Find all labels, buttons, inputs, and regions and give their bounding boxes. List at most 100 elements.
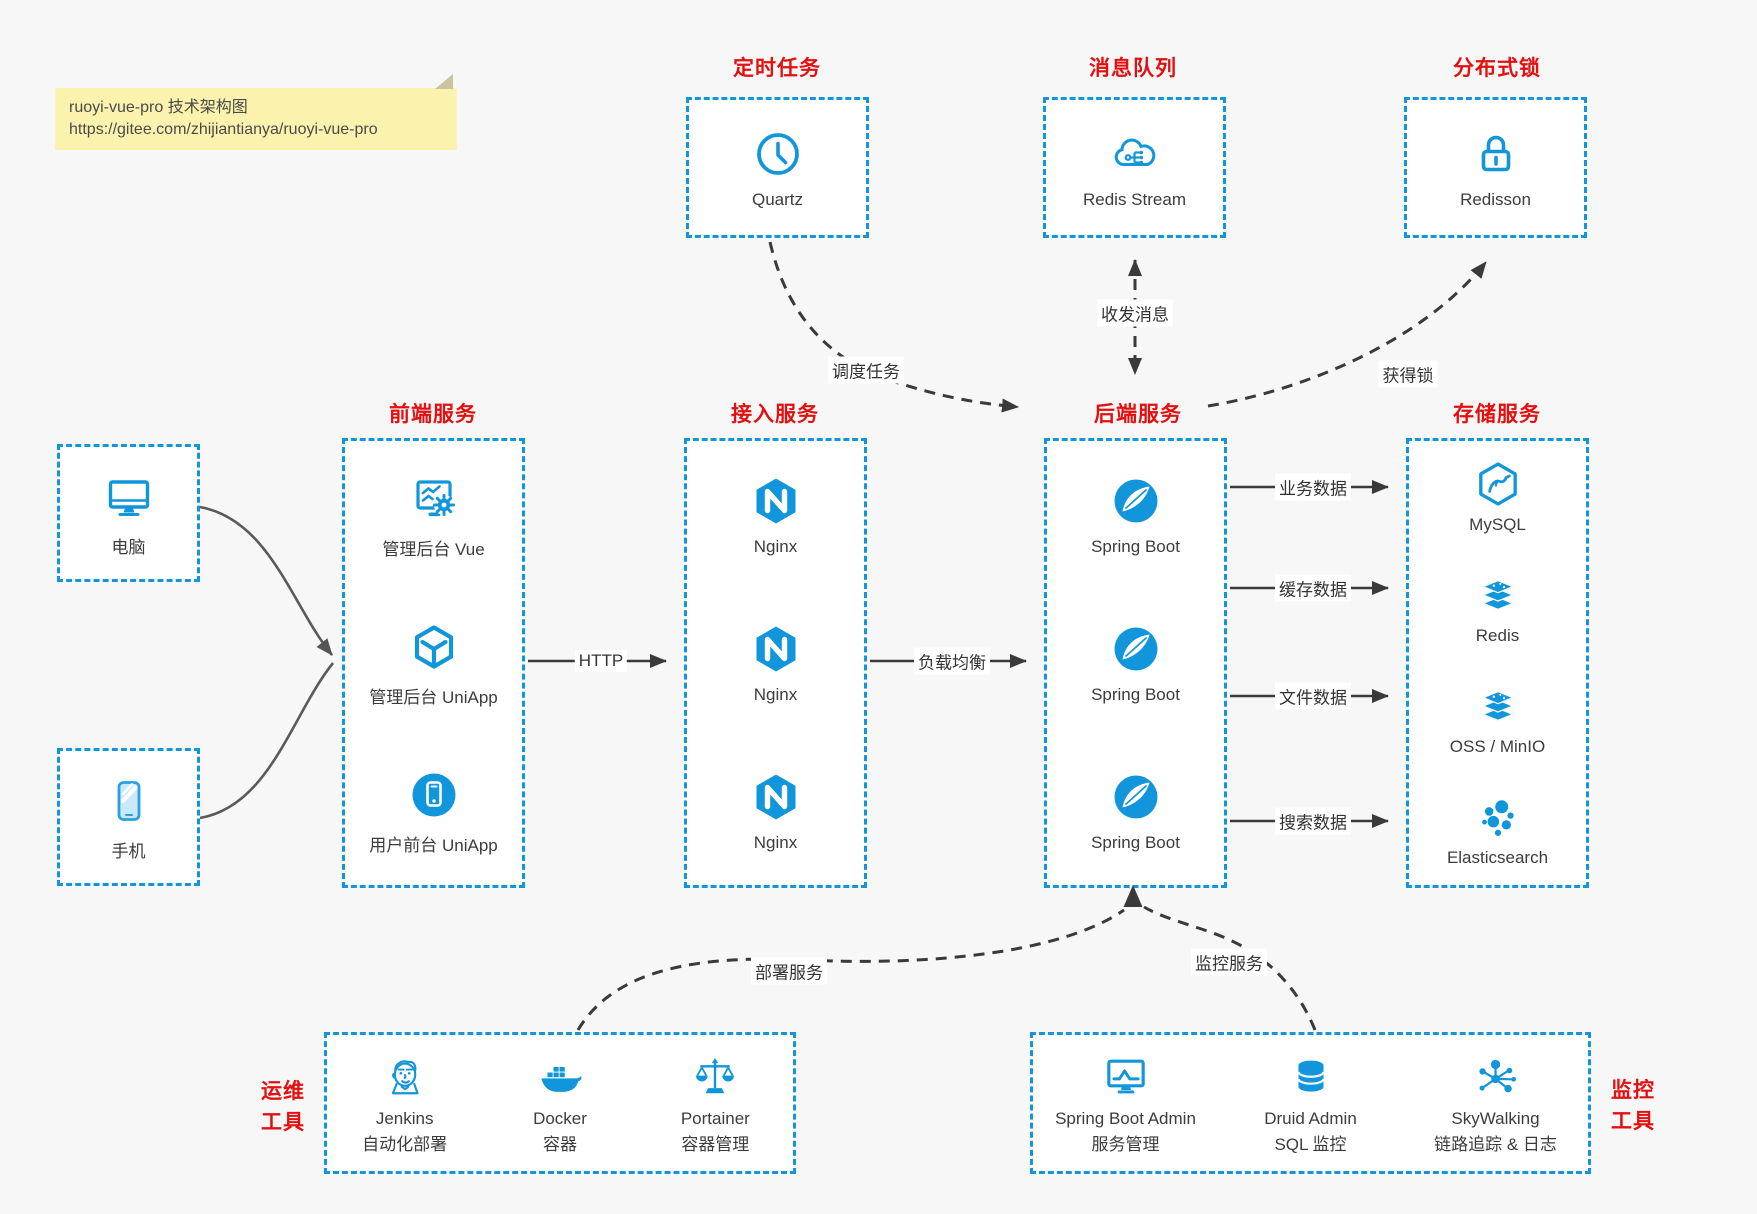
title-storage-service: 存储服务 bbox=[1453, 403, 1541, 426]
docker-icon bbox=[534, 1051, 586, 1103]
node-spring-boot-1: Spring Boot bbox=[1047, 441, 1224, 589]
user-uniapp-icon bbox=[406, 767, 462, 823]
quartz-box: Quartz bbox=[686, 97, 869, 238]
note-url: https://gitee.com/zhijiantianya/ruoyi-vu… bbox=[69, 121, 378, 138]
arrow-desktop-to-frontend bbox=[199, 505, 334, 656]
node-label: 管理后台 Vue bbox=[382, 539, 485, 559]
portainer-icon bbox=[689, 1051, 741, 1103]
node-label: Docker bbox=[533, 1109, 587, 1128]
node-mobile: 手机 bbox=[60, 751, 197, 883]
edge-label-cache-data: 缓存数据 bbox=[1275, 574, 1351, 602]
node-nginx-1: Nginx bbox=[687, 441, 864, 589]
node-label: Redis bbox=[1475, 626, 1520, 645]
node-druid-admin: Druid Admin SQL 监控 bbox=[1218, 1035, 1403, 1171]
title-message-queue: 消息队列 bbox=[1089, 57, 1177, 80]
node-sublabel: 容器管理 bbox=[681, 1135, 750, 1154]
title-monitor-tools: 监控 工具 bbox=[1611, 1079, 1655, 1133]
note-title: ruoyi-vue-pro 技术架构图 bbox=[69, 99, 248, 116]
node-sublabel: 自动化部署 bbox=[362, 1135, 448, 1154]
node-portainer: Portainer 容器管理 bbox=[638, 1035, 793, 1171]
nginx-icon bbox=[748, 473, 804, 529]
mysql-icon bbox=[1472, 458, 1524, 510]
node-nginx-3: Nginx bbox=[687, 737, 864, 885]
title-distributed-lock: 分布式锁 bbox=[1453, 57, 1541, 80]
title-backend-service: 后端服务 bbox=[1094, 403, 1182, 426]
node-admin-vue: 管理后台 Vue bbox=[345, 441, 522, 589]
node-label: Nginx bbox=[753, 537, 798, 556]
node-oss-minio: OSS / MinIO bbox=[1409, 663, 1586, 774]
nginx-icon bbox=[748, 621, 804, 677]
spring-boot-admin-icon bbox=[1100, 1051, 1152, 1103]
lock-icon bbox=[1468, 126, 1524, 182]
edge-label-deploy-service: 部署服务 bbox=[751, 957, 827, 985]
jenkins-icon bbox=[379, 1051, 431, 1103]
node-label: 电脑 bbox=[111, 537, 146, 557]
node-label: MySQL bbox=[1469, 515, 1526, 534]
elasticsearch-icon bbox=[1472, 791, 1524, 843]
edge-label-send-receive-msg: 收发消息 bbox=[1097, 299, 1173, 327]
desktop-client-box: 电脑 bbox=[57, 444, 200, 582]
edge-label-business-data: 业务数据 bbox=[1275, 473, 1351, 501]
skywalking-icon bbox=[1470, 1051, 1522, 1103]
mq-cloud-icon bbox=[1107, 126, 1163, 182]
edge-label-http: HTTP bbox=[574, 650, 628, 672]
node-sublabel: SQL 监控 bbox=[1274, 1135, 1347, 1154]
redis-stack-icon bbox=[1472, 569, 1524, 621]
edge-label-monitor-service: 监控服务 bbox=[1191, 948, 1267, 976]
arrow-acquire-lock bbox=[1207, 261, 1488, 408]
node-elasticsearch: Elasticsearch bbox=[1409, 774, 1586, 885]
edge-label-schedule-job: 调度任务 bbox=[828, 356, 904, 384]
node-label: Spring Boot bbox=[1091, 537, 1180, 556]
node-sublabel: 容器 bbox=[542, 1135, 577, 1154]
node-nginx-2: Nginx bbox=[687, 589, 864, 737]
edge-label-search-data: 搜索数据 bbox=[1275, 807, 1351, 835]
node-sublabel: 服务管理 bbox=[1091, 1135, 1160, 1154]
node-label: Spring Boot bbox=[1091, 685, 1180, 704]
node-redis: Redis bbox=[1409, 552, 1586, 663]
admin-vue-icon bbox=[406, 471, 462, 527]
redisson-box: Redisson bbox=[1404, 97, 1587, 238]
spring-boot-icon bbox=[1108, 473, 1164, 529]
node-label: Spring Boot bbox=[1091, 833, 1180, 852]
ops-tools-box: Jenkins 自动化部署 Docker 容器 Portainer 容器管理 bbox=[324, 1032, 796, 1174]
monitor-tools-box: Spring Boot Admin 服务管理 Druid Admin SQL 监… bbox=[1030, 1032, 1591, 1174]
node-admin-uniapp: 管理后台 UniApp bbox=[345, 589, 522, 737]
spring-boot-icon bbox=[1108, 769, 1164, 825]
node-spring-boot-3: Spring Boot bbox=[1047, 737, 1224, 885]
node-user-uniapp: 用户前台 UniApp bbox=[345, 737, 522, 885]
node-jenkins: Jenkins 自动化部署 bbox=[327, 1035, 482, 1171]
title-gateway-service: 接入服务 bbox=[731, 403, 819, 426]
spring-boot-icon bbox=[1108, 621, 1164, 677]
node-label: Spring Boot Admin bbox=[1055, 1109, 1196, 1128]
note-fold-corner bbox=[435, 74, 453, 89]
node-spring-boot-2: Spring Boot bbox=[1047, 589, 1224, 737]
node-label: 用户前台 UniApp bbox=[369, 835, 498, 855]
node-quartz: Quartz bbox=[689, 100, 866, 235]
uniapp-cube-icon bbox=[406, 619, 462, 675]
node-label: Nginx bbox=[753, 685, 798, 704]
nginx-icon bbox=[748, 769, 804, 825]
node-redis-stream: Redis Stream bbox=[1046, 100, 1223, 235]
title-ops-tools: 运维 工具 bbox=[261, 1080, 305, 1134]
node-label: Druid Admin bbox=[1264, 1109, 1357, 1128]
node-label: Redisson bbox=[1460, 189, 1531, 209]
druid-icon bbox=[1285, 1051, 1337, 1103]
mobile-icon bbox=[101, 773, 157, 829]
node-label: 手机 bbox=[111, 841, 146, 861]
node-skywalking: SkyWalking 链路追踪 & 日志 bbox=[1403, 1035, 1588, 1171]
desktop-icon bbox=[101, 469, 157, 525]
storage-stack-icon bbox=[1472, 680, 1524, 732]
node-label: SkyWalking bbox=[1451, 1109, 1540, 1128]
edge-label-acquire-lock: 获得锁 bbox=[1378, 360, 1438, 388]
backend-service-box: Spring Boot Spring Boot Spring Boot bbox=[1044, 438, 1227, 888]
node-label: 管理后台 UniApp bbox=[369, 687, 498, 707]
storage-service-box: MySQL Redis OSS / MinIO Elasticsearch bbox=[1406, 438, 1589, 888]
node-label: Redis Stream bbox=[1083, 189, 1186, 209]
node-label: Nginx bbox=[753, 833, 798, 852]
node-label: OSS / MinIO bbox=[1449, 737, 1546, 756]
clock-icon bbox=[750, 126, 806, 182]
title-scheduled-jobs: 定时任务 bbox=[733, 57, 821, 80]
node-docker: Docker 容器 bbox=[482, 1035, 637, 1171]
node-label: Elasticsearch bbox=[1446, 848, 1549, 867]
redis-stream-box: Redis Stream bbox=[1043, 97, 1226, 238]
